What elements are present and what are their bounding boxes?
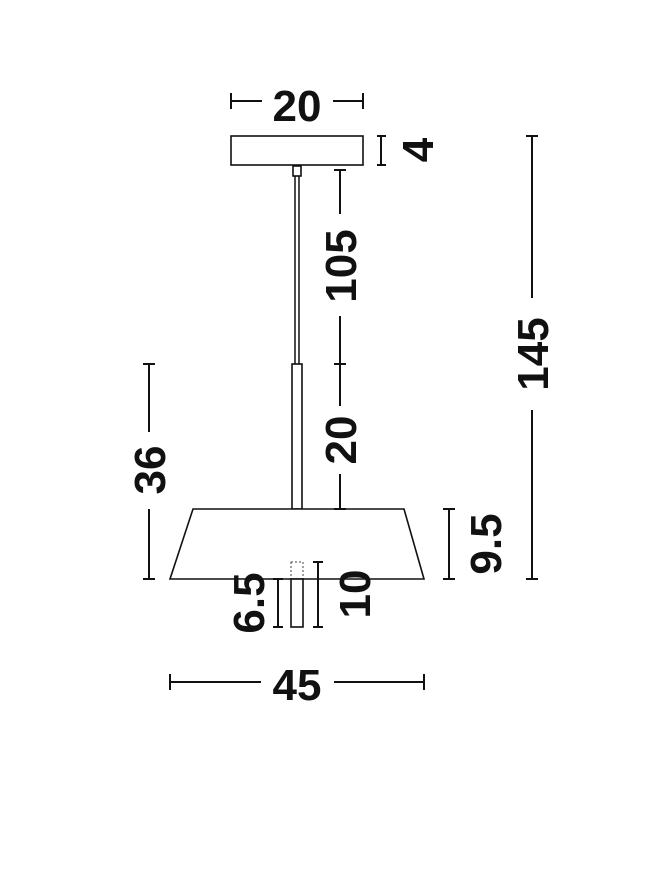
cable-gland: [292, 165, 302, 177]
canopy-width-label: 20: [273, 82, 322, 131]
diffuser-offset-label: 6.5: [225, 572, 274, 633]
dimension-body-height: 36: [126, 363, 175, 580]
cable-length-label: 105: [317, 229, 366, 302]
dimension-canopy-width: 20: [230, 82, 364, 131]
dimension-shade-width: 45: [169, 661, 425, 710]
canopy-height-label: 4: [394, 137, 443, 162]
ceiling-canopy: [230, 135, 364, 166]
dimension-total-height: 145: [509, 135, 558, 580]
total-height-label: 145: [509, 317, 558, 390]
lamp-outline: [168, 135, 426, 628]
diffuser-height-label: 10: [331, 570, 380, 619]
dimension-diffuser-offset: 6.5: [225, 572, 283, 634]
diffuser-hidden-part: [290, 561, 304, 580]
diffuser-cylinder: [290, 578, 304, 628]
dimension-shade-height: 9.5: [443, 508, 511, 580]
dimension-rod-length: 20: [317, 363, 366, 510]
dimension-canopy-height: 4: [377, 135, 443, 166]
body-height-label: 36: [126, 446, 175, 495]
lamp-shade: [168, 508, 426, 580]
shade-width-label: 45: [273, 661, 322, 710]
dimension-cable-length: 105: [317, 169, 366, 364]
rod-length-label: 20: [317, 416, 366, 465]
suspension-rod: [291, 363, 303, 510]
dimension-diffuser-height: 10: [313, 561, 380, 628]
shade-height-label: 9.5: [462, 513, 511, 574]
